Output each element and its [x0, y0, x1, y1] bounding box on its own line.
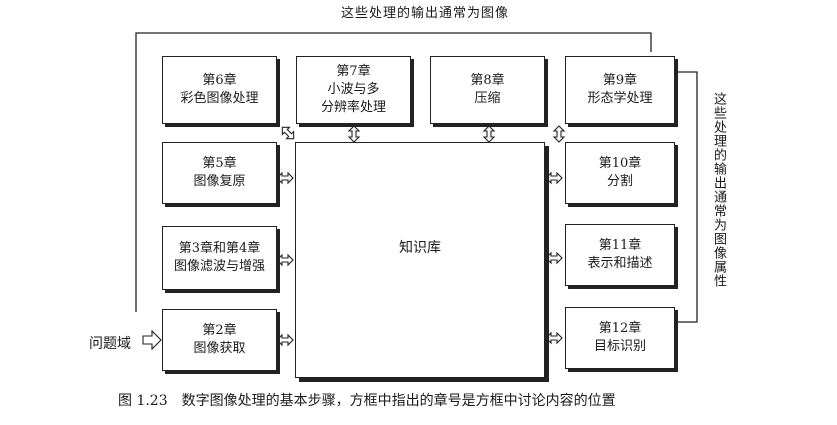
box-ch12-chapter: 第12章	[598, 321, 642, 336]
knowledge-base-box: 知识库	[295, 142, 545, 378]
box-ch12: 第12章 目标识别	[565, 307, 675, 369]
arrow-ch2-kb	[276, 334, 294, 346]
right-bracket	[676, 71, 698, 323]
box-ch2-title: 图像获取	[193, 341, 246, 356]
box-ch8-title: 压缩	[474, 91, 501, 106]
box-ch10: 第10章 分割	[565, 142, 675, 204]
box-ch6-chapter: 第6章	[202, 73, 237, 88]
box-ch2: 第2章 图像获取	[162, 309, 277, 371]
box-ch7: 第7章 小波与多 分辨率处理	[296, 56, 411, 124]
box-ch7-line2: 小波与多	[327, 82, 380, 97]
box-ch6-title: 彩色图像处理	[180, 91, 259, 106]
box-ch11: 第11章 表示和描述	[565, 224, 675, 286]
problem-domain-label: 问题域	[89, 336, 131, 352]
side-caption: 这些处理的输出通常为图像属性	[711, 92, 726, 288]
arrow-ch34-kb	[276, 254, 294, 266]
figure-caption: 图 1.23 数字图像处理的基本步骤，方框中指出的章号是方框中讨论内容的位置	[118, 393, 616, 409]
box-ch9-title: 形态学处理	[587, 91, 653, 106]
box-ch9-chapter: 第9章	[602, 73, 638, 88]
box-ch3-ch4: 第3章和第4章 图像滤波与增强	[162, 226, 277, 290]
top-bracket	[135, 32, 652, 312]
input-arrow	[142, 329, 162, 351]
box-ch7-chapter: 第7章	[336, 64, 371, 79]
top-caption: 这些处理的输出通常为图像	[340, 6, 509, 21]
box-ch6: 第6章 彩色图像处理	[162, 56, 277, 124]
box-ch34-title: 图像滤波与增强	[173, 259, 265, 274]
knowledge-base-label: 知识库	[399, 240, 441, 256]
box-ch5-title: 图像复原	[193, 174, 246, 189]
arrow-ch5-kb	[276, 172, 294, 184]
box-ch2-chapter: 第2章	[202, 323, 237, 338]
arrow-ch9-kb	[553, 125, 565, 143]
arrow-ch10-kb	[545, 172, 563, 184]
box-ch10-title: 分割	[606, 174, 633, 189]
box-ch11-title: 表示和描述	[587, 256, 653, 271]
arrow-ch8-kb	[483, 125, 495, 143]
arrow-ch7-kb	[348, 125, 360, 143]
box-ch8: 第8章 压缩	[430, 56, 545, 124]
arrow-ch6-kb	[281, 126, 295, 140]
box-ch8-chapter: 第8章	[470, 73, 505, 88]
box-ch5: 第5章 图像复原	[162, 142, 277, 204]
box-ch9: 第9章 形态学处理	[565, 56, 675, 124]
box-ch11-chapter: 第11章	[598, 238, 642, 253]
arrow-ch11-kb	[545, 252, 563, 264]
box-ch7-line3: 分辨率处理	[320, 100, 386, 115]
box-ch5-chapter: 第5章	[202, 156, 237, 171]
box-ch12-title: 目标识别	[593, 339, 646, 354]
box-ch34-chapter: 第3章和第4章	[178, 241, 261, 256]
arrow-ch12-kb	[545, 332, 563, 344]
box-ch10-chapter: 第10章	[598, 156, 642, 171]
